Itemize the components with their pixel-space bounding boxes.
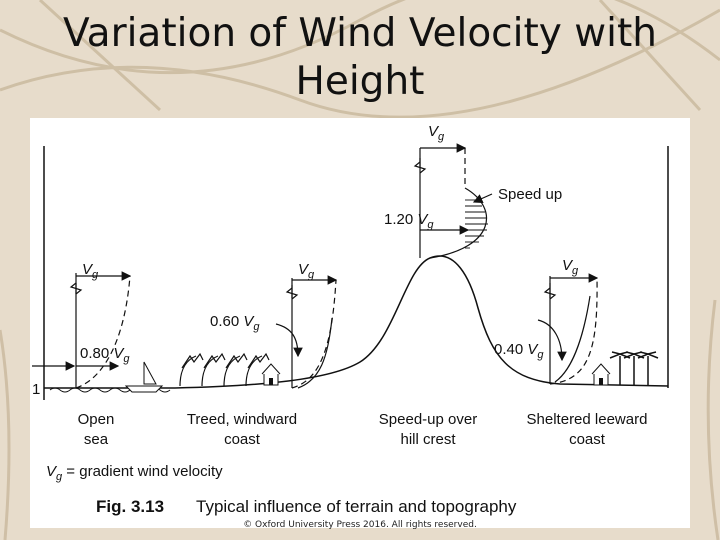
factor-open-sea: 0.80 Vg	[80, 345, 130, 365]
windswept-trees-icon	[180, 354, 269, 386]
leeward-profile	[538, 276, 597, 384]
terrain-open-sea-line2: sea	[84, 431, 109, 448]
vg-open-sea: Vg	[82, 261, 99, 281]
slide-title: Variation of Wind Velocity with Height	[0, 10, 720, 106]
terrain-open-sea-line1: Open	[78, 411, 115, 428]
terrain-treed-line1: Treed, windward	[187, 411, 297, 428]
copyright-notice: © Oxford University Press 2016. All righ…	[0, 520, 720, 530]
label-one: 1	[32, 381, 40, 398]
factor-treed: 0.60 Vg	[210, 313, 260, 333]
treed-coast-profile	[276, 278, 336, 388]
caption-text: Typical influence of terrain and topogra…	[196, 497, 517, 516]
legend-vg: Vg = gradient wind velocity	[46, 463, 223, 483]
factor-crest: 1.20 Vg	[384, 211, 434, 231]
terrain-crest-line1: Speed-up over	[379, 411, 477, 428]
caption-number: Fig. 3.13	[96, 497, 164, 516]
terrain-treed-line2: coast	[224, 431, 261, 448]
speed-up-label: Speed up	[498, 186, 562, 203]
palm-trees-icon	[610, 352, 658, 385]
vg-crest: Vg	[428, 123, 445, 143]
sailboat-icon	[126, 362, 162, 392]
figure-panel: 1 Vg Vg Vg Vg 0.80 Vg 0.60 Vg 1.20 Vg 0.…	[30, 118, 690, 528]
terrain-leeward-line1: Sheltered leeward	[527, 411, 648, 428]
terrain-leeward-line2: coast	[569, 431, 606, 448]
title-line-2: Height	[0, 58, 720, 106]
hill-crest-profile	[415, 148, 492, 258]
vg-leeward: Vg	[562, 257, 579, 277]
open-sea-profile	[32, 273, 130, 388]
title-line-1: Variation of Wind Velocity with	[0, 10, 720, 58]
terrain-diagram: 1 Vg Vg Vg Vg 0.80 Vg 0.60 Vg 1.20 Vg 0.…	[30, 118, 690, 528]
vg-treed: Vg	[298, 261, 315, 281]
house-icon-treed	[262, 364, 280, 385]
terrain-crest-line2: hill crest	[400, 431, 456, 448]
house-icon-leeward	[592, 364, 610, 385]
